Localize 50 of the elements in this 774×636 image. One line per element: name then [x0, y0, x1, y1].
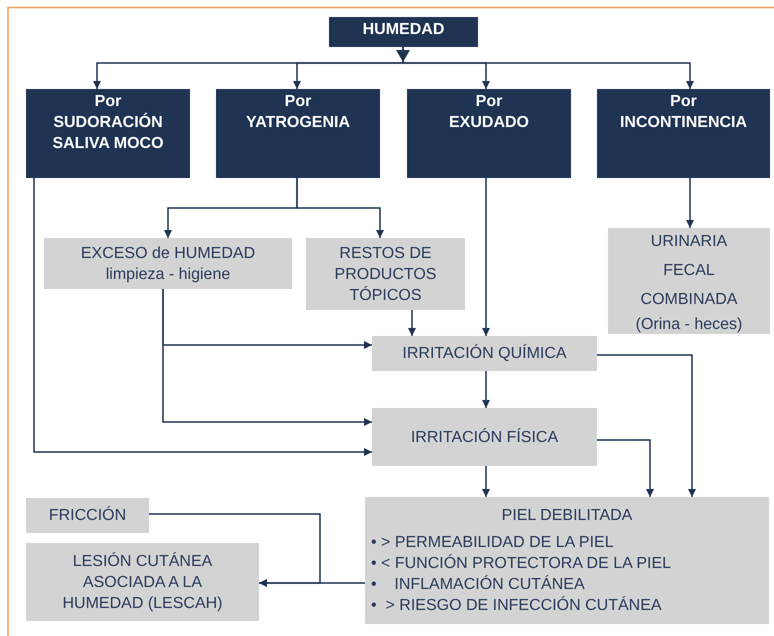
arrow	[408, 310, 416, 336]
process-box	[26, 543, 259, 621]
node-label: Por	[284, 92, 312, 112]
node-label: YATROGENIA	[246, 113, 350, 133]
process-box	[608, 228, 770, 334]
node-label: URINARIA	[650, 232, 728, 252]
arrow	[686, 178, 694, 228]
node-label: FECAL	[663, 261, 715, 281]
process-box	[372, 336, 597, 371]
node-label: COMBINADA	[640, 290, 738, 310]
arrow	[482, 466, 490, 497]
node-label: Por	[476, 92, 502, 112]
node-label: EXUDADO	[448, 113, 529, 133]
node-label: SUDORACIÓN SALIVA MOCO	[51, 112, 165, 154]
arrow	[597, 354, 696, 497]
node-label: Por	[670, 92, 697, 112]
node-label: IRRITACIÓN FÍSICA	[410, 427, 558, 448]
node-label: IRRITACIÓN QUÍMICA	[402, 343, 567, 364]
arrow	[296, 178, 384, 238]
arrow	[597, 439, 654, 497]
node-label: RESTOS DE PRODUCTOS TÓPICOS	[334, 244, 438, 306]
node-label: EXCESO de HUMEDAD	[80, 244, 256, 264]
node-label: FRICCIÓN	[48, 505, 126, 526]
category-box	[26, 89, 190, 178]
node-label: INCONTINENCIA	[620, 113, 748, 133]
process-box	[26, 498, 149, 533]
node-label: LESIÓN CUTÁNEA ASOCIADA A LA HUMEDAD (LESCAH)	[61, 551, 224, 614]
arrow	[482, 178, 490, 336]
arrow	[33, 178, 372, 456]
node-heading: PIEL DEBILITADA	[502, 506, 632, 526]
bullet-item: • INFLAMACIÓN CUTÁNEA	[370, 574, 586, 595]
bullet-item: • > PERMEABILIDAD DE LA PIEL	[370, 533, 615, 553]
category-box	[597, 89, 770, 178]
node-label: HUMEDAD	[362, 20, 444, 40]
arrow	[259, 579, 365, 587]
bullet-item: • < FUNCIÓN PROTECTORA DE LA PIEL	[370, 553, 672, 574]
process-box	[306, 238, 465, 310]
node-label: (Orina - heces)	[636, 315, 742, 335]
arrow	[162, 289, 372, 426]
category-box	[329, 17, 478, 47]
category-box	[216, 89, 380, 178]
process-box	[372, 408, 597, 466]
category-box	[407, 89, 571, 178]
arrow	[482, 371, 490, 408]
bullet-item: • > RIESGO DE INFECCIÓN CUTÁNEA	[370, 595, 663, 616]
process-box	[365, 497, 769, 624]
process-box	[44, 238, 292, 289]
node-label: Por	[94, 92, 122, 112]
node-label: limpieza - higiene	[106, 264, 230, 284]
arrow	[402, 47, 694, 89]
